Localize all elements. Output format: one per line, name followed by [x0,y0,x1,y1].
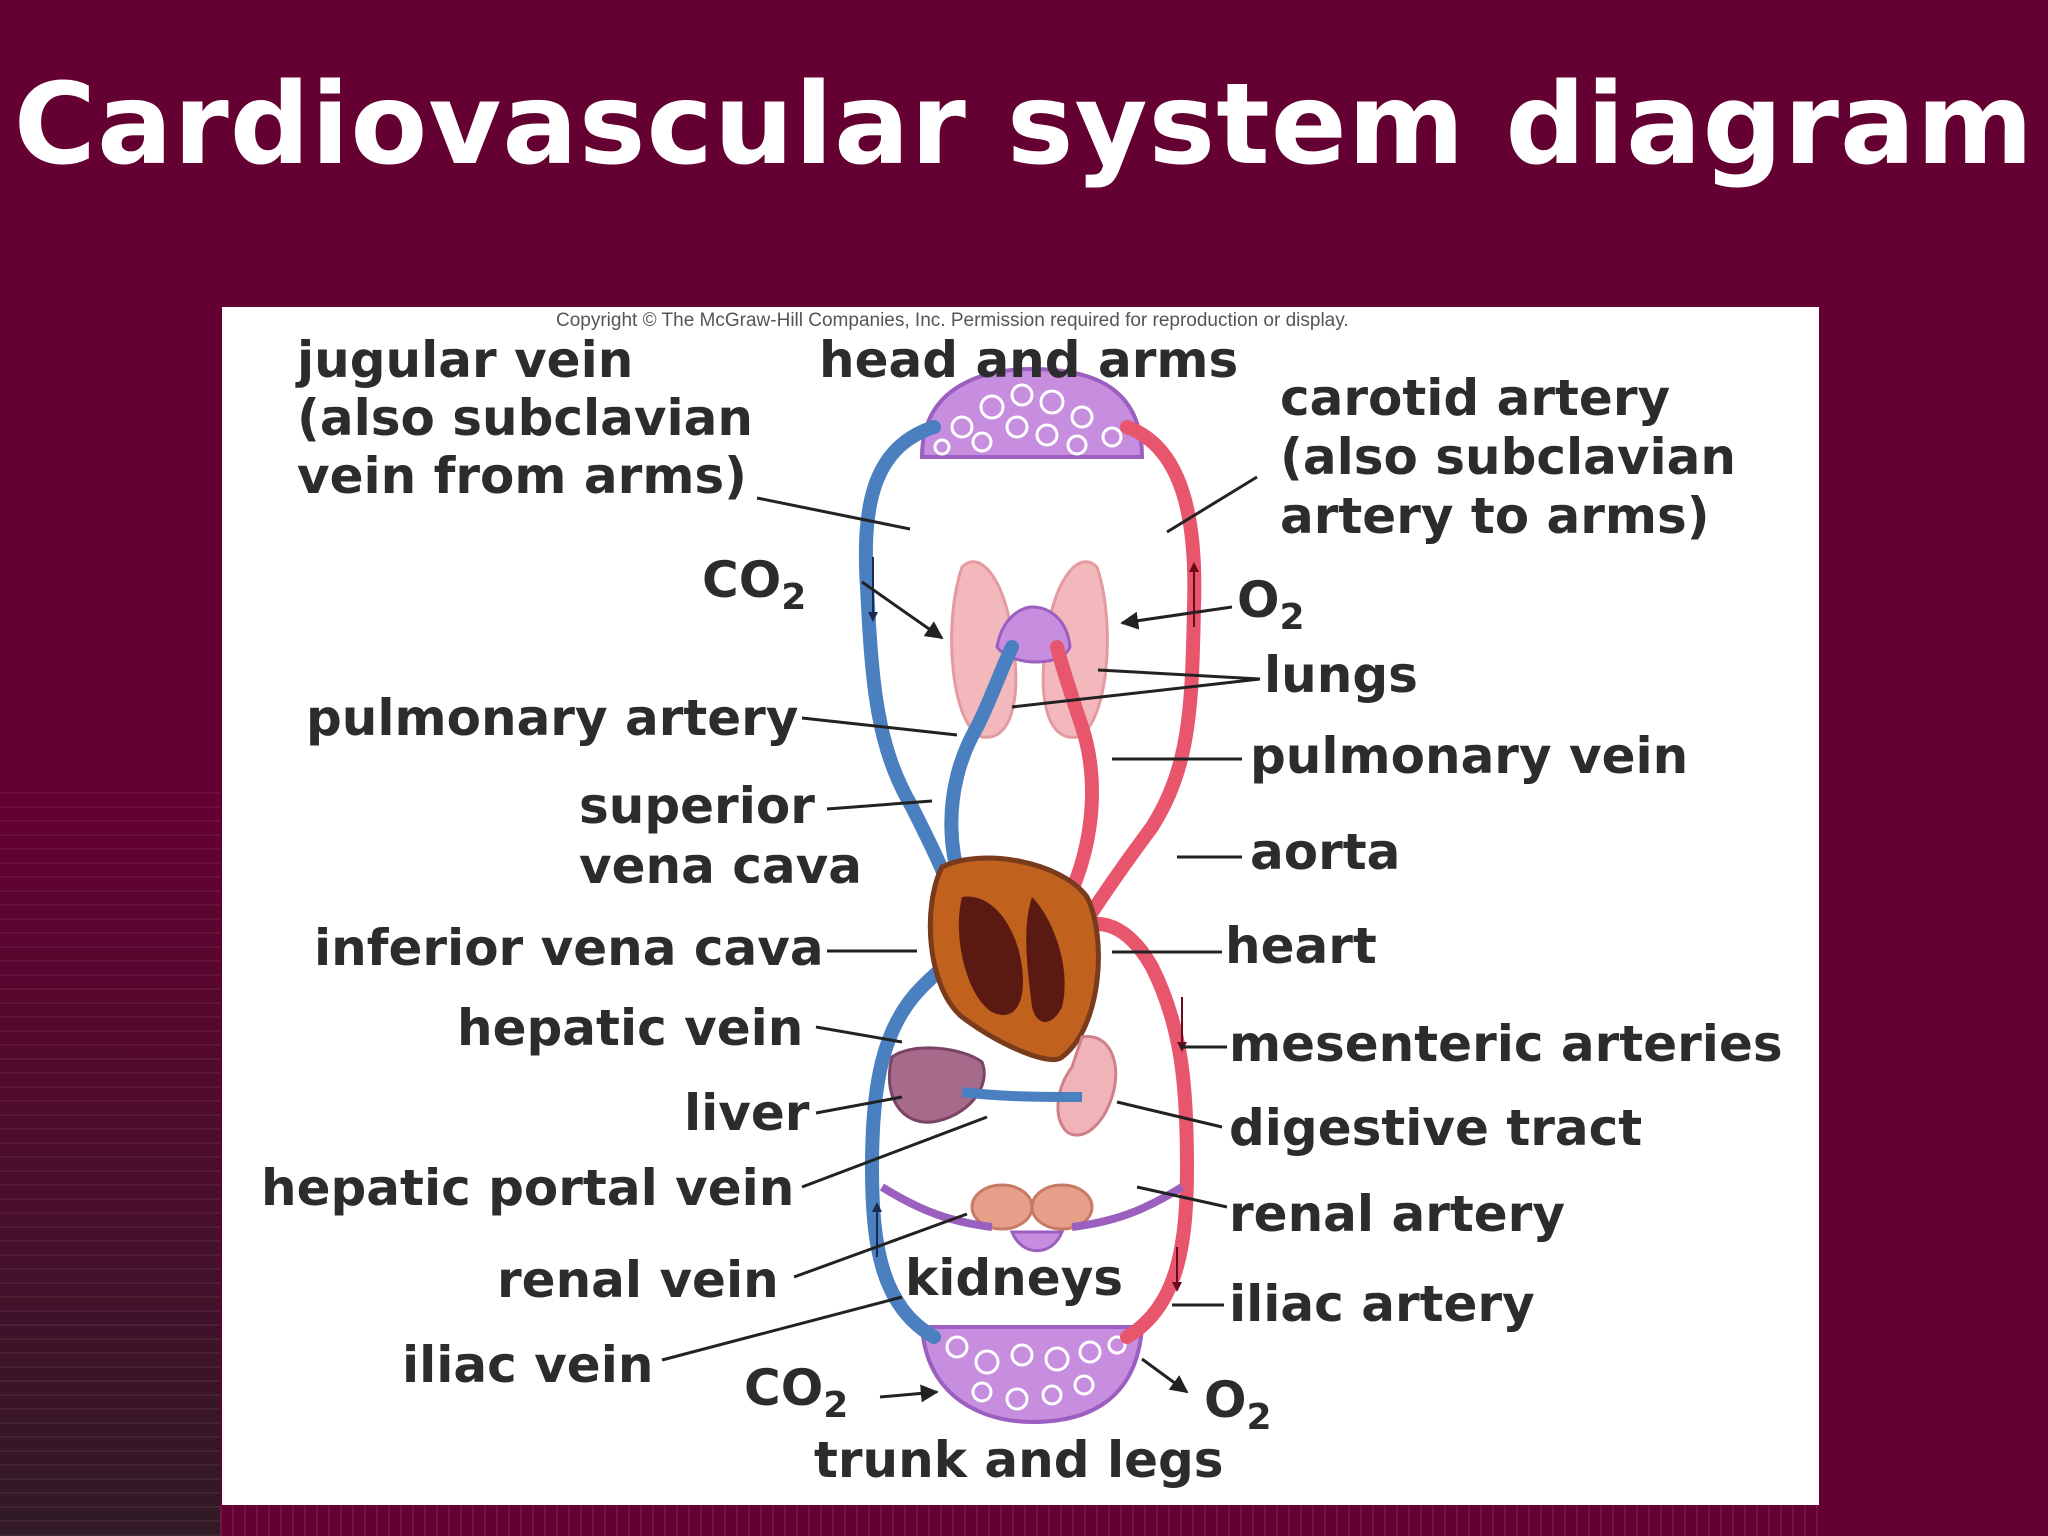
diagram-labels: jugular vein (also subclavian vein from … [261,331,1783,1489]
label-superior-vena-cava-2: vena cava [579,837,862,895]
label-inferior-vena-cava: inferior vena cava [314,919,824,977]
label-superior-vena-cava: superior [579,777,815,835]
copyright-notice: Copyright © The McGraw-Hill Companies, I… [556,310,1349,331]
aorta-vessel [1075,420,1202,934]
label-iliac-artery: iliac artery [1229,1275,1535,1333]
label-o2-top: O2 [1237,571,1305,638]
decorative-stripes [0,790,220,1536]
trunk-capillary-bed [919,1325,1145,1425]
label-co2-top: CO2 [702,551,806,618]
pulmonary-vein-vessel [1045,640,1099,934]
head-capillary-bed [919,366,1145,459]
inferior-vena-cava-vessel [864,940,969,1344]
label-jugular-vein-3: vein from arms) [297,447,747,505]
label-aorta: aorta [1250,823,1400,881]
flow-arrows [868,557,1199,1292]
label-renal-artery: renal artery [1229,1185,1565,1243]
label-head-and-arms: head and arms [819,331,1238,389]
descending-aorta [1075,916,1195,1344]
label-mesenteric-arteries: mesenteric arteries [1229,1015,1783,1073]
label-heart: heart [1225,917,1377,975]
slide-title: Cardiovascular system diagram [13,60,2035,190]
label-trunk-and-legs: trunk and legs [814,1431,1224,1489]
label-pulmonary-artery: pulmonary artery [306,689,798,747]
label-carotid-artery-2: (also subclavian [1280,428,1736,486]
diagram-panel: Copyright © The McGraw-Hill Companies, I… [222,307,1819,1505]
label-iliac-vein: iliac vein [402,1336,653,1394]
label-hepatic-vein: hepatic vein [457,999,803,1057]
label-liver: liver [684,1084,810,1142]
label-pulmonary-vein: pulmonary vein [1250,727,1688,785]
cardiovascular-diagram: Copyright © The McGraw-Hill Companies, I… [261,310,1783,1489]
label-carotid-artery-3: artery to arms) [1280,487,1710,545]
heart-organ [927,855,1101,1063]
label-jugular-vein: jugular vein [295,331,633,389]
label-carotid-artery: carotid artery [1280,369,1670,427]
liver-organ [887,1046,986,1124]
label-kidneys: kidneys [905,1249,1123,1307]
decorative-stripes-bottom [220,1505,1820,1536]
label-o2-bottom: O2 [1204,1371,1272,1438]
hepatic-portal-vessel [961,1087,1083,1102]
label-renal-vein: renal vein [497,1251,779,1309]
label-co2-bottom: CO2 [744,1359,848,1426]
label-lungs: lungs [1264,646,1418,704]
kidneys-organ [970,1183,1094,1253]
leader-lines [661,475,1261,1403]
label-hepatic-portal-vein: hepatic portal vein [261,1159,794,1217]
label-jugular-vein-2: (also subclavian [297,389,753,447]
label-digestive-tract: digestive tract [1229,1099,1642,1157]
